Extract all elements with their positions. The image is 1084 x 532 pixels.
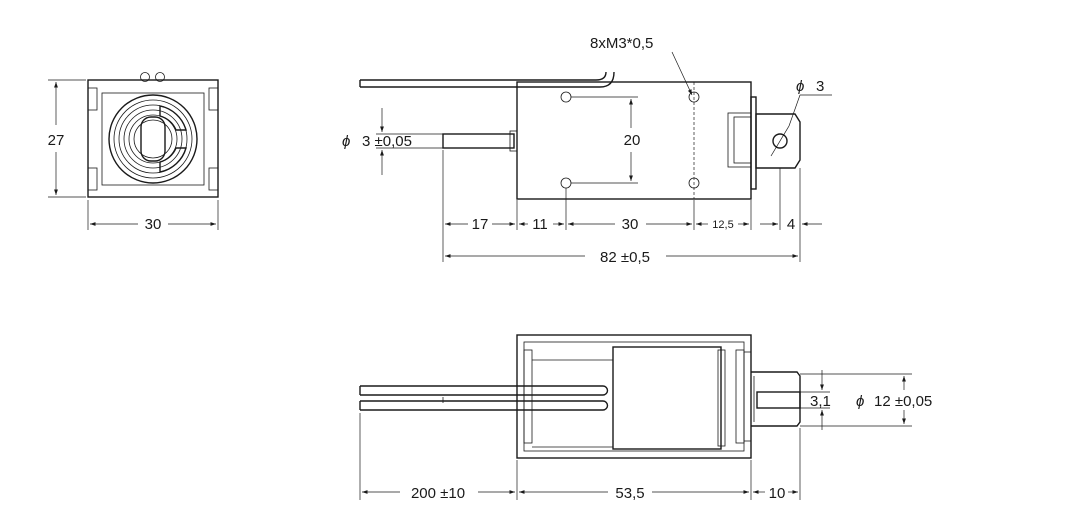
dim-4-label: 4 <box>787 216 795 233</box>
side-view-dimensions: 200 ±10 53,5 10 3,1 ϕ 12 ±0,05 <box>359 370 932 502</box>
end-view <box>87 72 219 198</box>
end-view-height-dimension: 27 <box>48 79 86 198</box>
end-height-label: 27 <box>48 132 65 149</box>
body-diameter-label: 12 ±0,05 <box>874 393 932 410</box>
plunger-diameter-label: 3 ±0,05 <box>362 133 412 150</box>
side-view <box>359 334 801 459</box>
body-length-label: 53,5 <box>615 485 644 502</box>
dim-11-label: 11 <box>532 216 548 233</box>
thread-label: 8xM3*0,5 <box>590 35 653 52</box>
tip-diameter-label: 3 <box>816 78 824 95</box>
tip-diameter-callout: ϕ 3 <box>796 78 824 95</box>
stroke-end-label: 10 <box>769 485 786 502</box>
body-diameter-symbol: ϕ <box>856 393 864 410</box>
dim-3-1-label: 3,1 <box>810 393 831 410</box>
tip-diameter-symbol: ϕ <box>796 78 804 95</box>
end-view-width-dimension: 30 <box>87 200 219 233</box>
dim-30-label: 30 <box>622 216 639 233</box>
hole-spacing-label: 20 <box>624 132 641 149</box>
length-dimensions-row: 17 11 30 12,5 4 82 ±0,5 <box>442 150 822 266</box>
plunger-diameter-dimension: ϕ 3 ±0,05 <box>342 108 443 175</box>
total-length-label: 82 ±0,5 <box>600 249 650 266</box>
top-view: 20 <box>359 71 832 200</box>
thread-callout: 8xM3*0,5 <box>590 35 693 96</box>
dim-12-5-label: 12,5 <box>712 219 733 231</box>
plunger-diameter-symbol: ϕ <box>342 133 350 150</box>
dim-17-label: 17 <box>472 216 489 233</box>
lead-length-label: 200 ±10 <box>411 485 465 502</box>
end-width-label: 30 <box>145 216 162 233</box>
